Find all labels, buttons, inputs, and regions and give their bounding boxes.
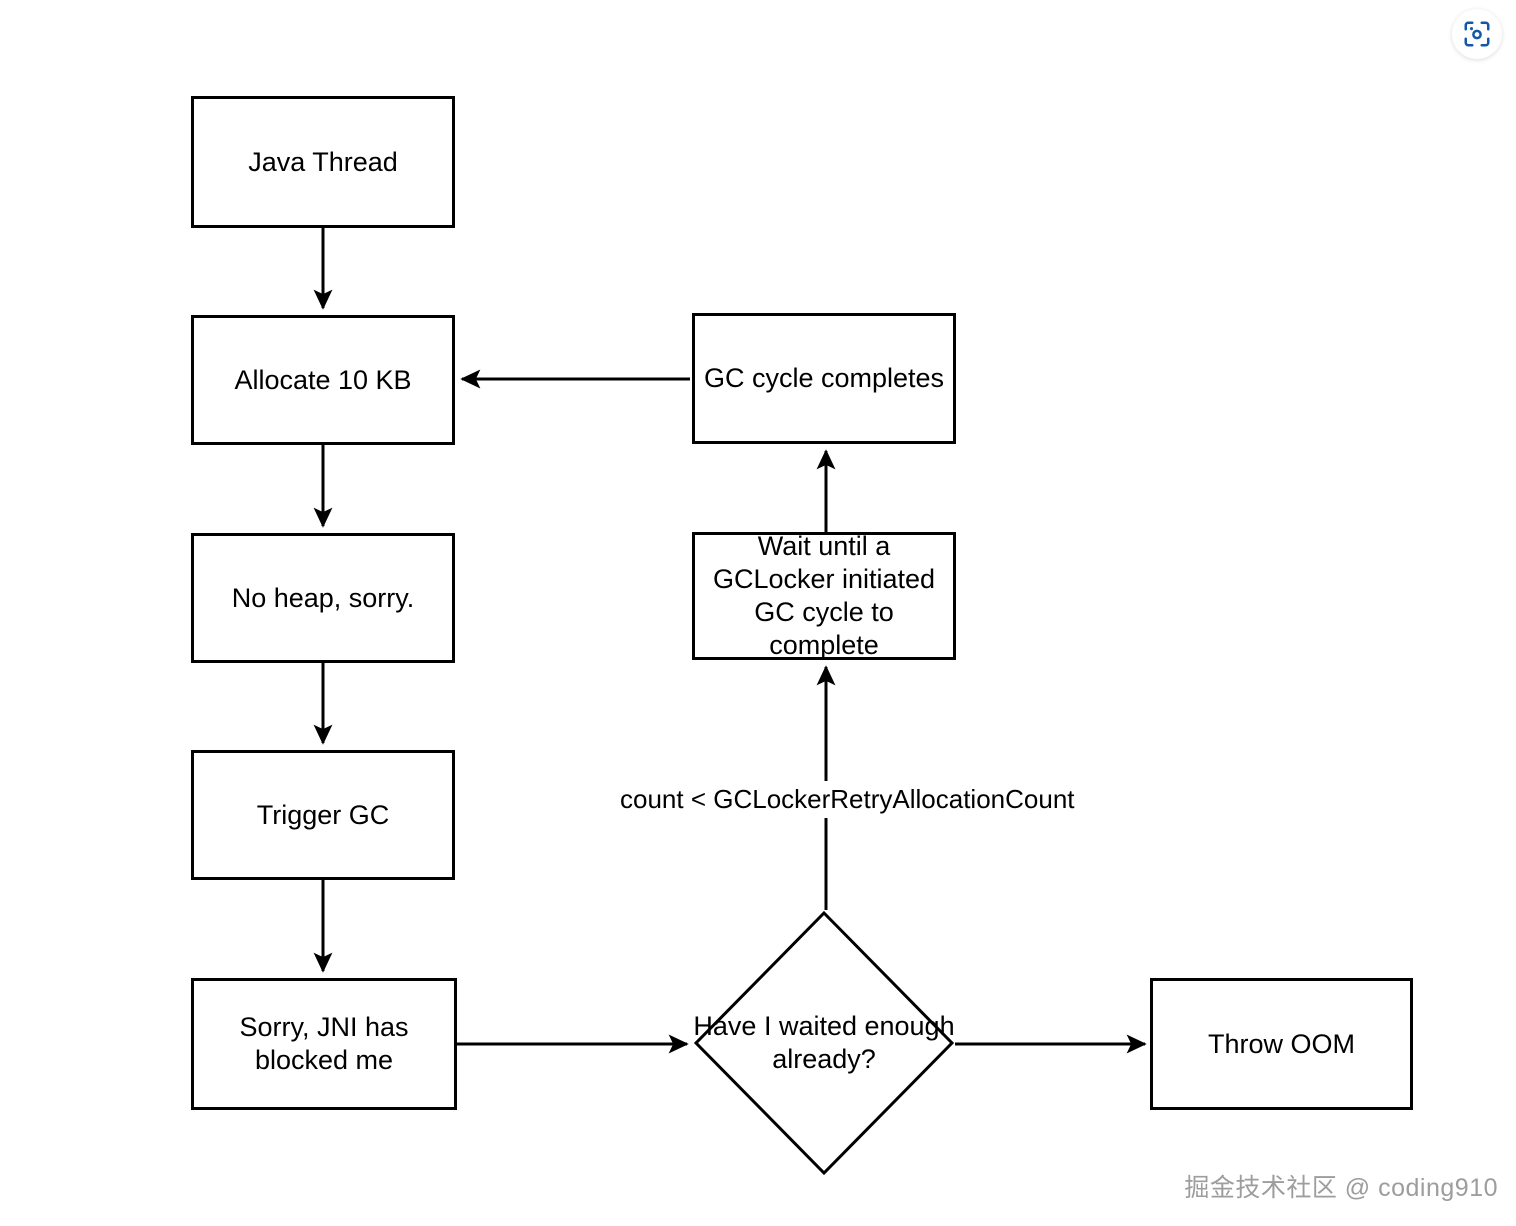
node-no-heap[interactable]: No heap, sorry.	[191, 533, 455, 663]
node-throw-oom-label: Throw OOM	[1207, 1028, 1355, 1059]
node-gc-completes[interactable]: GC cycle completes	[692, 313, 956, 444]
node-wait-gclocker[interactable]: Wait until a GCLocker initiated GC cycle…	[692, 531, 956, 660]
node-trigger-gc[interactable]: Trigger GC	[191, 750, 455, 880]
decision-diamond-shape	[693, 910, 955, 1176]
node-jni-blocked-label: Sorry, JNI has blocked me	[239, 1012, 409, 1075]
node-allocate-label: Allocate 10 KB	[234, 364, 412, 395]
node-decision-have-i-waited[interactable]: Have I waited enough already?	[693, 910, 955, 1176]
node-no-heap-label: No heap, sorry.	[231, 582, 415, 613]
node-wait-gclocker-label: Wait until a GCLocker initiated GC cycle…	[712, 531, 936, 660]
node-java-thread-label: Java Thread	[248, 146, 398, 177]
node-throw-oom[interactable]: Throw OOM	[1150, 978, 1413, 1110]
node-java-thread[interactable]: Java Thread	[191, 96, 455, 228]
node-trigger-gc-label: Trigger GC	[256, 799, 390, 830]
node-allocate[interactable]: Allocate 10 KB	[191, 315, 455, 445]
node-jni-blocked[interactable]: Sorry, JNI has blocked me	[191, 978, 457, 1110]
node-decision-label: Have I waited enough already?	[693, 1011, 955, 1074]
watermark-text: 掘金技术社区 @ coding910	[1184, 1174, 1498, 1202]
edge-label-retry-count: count < GCLockerRetryAllocationCount	[614, 781, 1081, 818]
scan-camera-button[interactable]	[1452, 9, 1502, 59]
node-gc-completes-label: GC cycle completes	[703, 363, 945, 394]
scan-camera-icon	[1464, 21, 1490, 47]
